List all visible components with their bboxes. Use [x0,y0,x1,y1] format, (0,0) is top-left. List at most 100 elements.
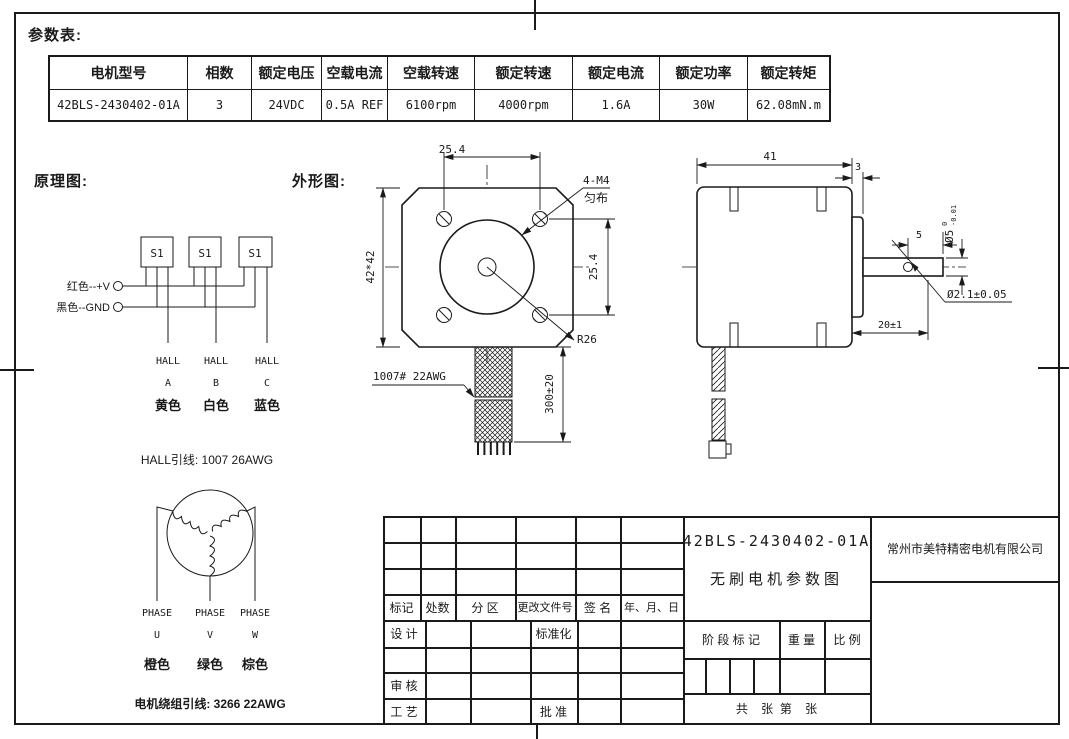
sensor-wiring [122,267,268,343]
red-wire-label: 红色--+V [67,279,111,293]
body-length-value: 41 [763,150,776,163]
title-block-line [620,516,622,620]
left-dimension-lines [376,187,400,348]
shaft-diameter-value: Ø5 [943,230,956,243]
phase-leads [156,506,256,601]
cell-rated-current: 1.6A [572,90,659,120]
check-label: 审 核 [390,678,418,693]
standardize-label: 标准化 [535,627,572,641]
col-header-rated-speed: 额定转速 [474,57,572,90]
hall-a-color: 黄色 [155,398,181,413]
col-header-rated-current: 额定电流 [572,57,659,90]
boss-dimension-value: 3 [855,162,861,173]
rev-header-date: 年、月、日 [624,602,679,614]
sheet-count: 共 张 第 张 [735,701,818,716]
hole-offset-value: 5 [916,230,922,241]
parameter-table: 电机型号 相数 额定电压 空载电流 空载转速 额定转速 额定电流 额定功率 额定… [48,55,831,122]
title-block-line [683,693,870,695]
part-number: 42BLS-2430402-01A [683,532,870,550]
col-header-rated-torque: 额定转矩 [747,57,829,90]
title-block-line [753,658,755,693]
phase-v-letter: V [207,630,213,641]
shaft-tolerance-lower: -0.01 [950,205,958,226]
rev-header-zone: 分 区 [471,600,499,615]
title-block-line [1058,516,1060,725]
side-view: 41 3 5 Ø5 0 -0.01 Ø2.1±0.05 [682,150,1012,459]
title-block-line [824,620,826,693]
title-block-line [383,647,683,649]
col-header-noload-speed: 空载转速 [387,57,474,90]
title-block-line [515,516,517,620]
title-block-line [577,620,579,725]
winding-coils [172,509,248,577]
title-block-line [870,581,1060,583]
title-block-line [455,516,457,620]
rev-header-count: 处数 [425,600,450,615]
right-dimension-lines [549,218,615,316]
col-header-rated-power: 额定功率 [659,57,747,90]
phase-u-letter: U [154,630,160,641]
title-block-line [870,516,872,725]
center-tick-bottom [536,723,538,739]
phase-v-word: PHASE [195,608,225,619]
shaft-circle [477,257,497,277]
title-block-line [383,723,1060,725]
title-block-line [470,620,472,725]
side-cable-upper [711,346,726,392]
col-header-phases: 相数 [187,57,251,90]
hole-offset-dimension [892,232,957,260]
title-block-line [705,658,707,693]
title-block-line [729,658,731,693]
design-label: 设 计 [390,627,418,641]
cross-hole [903,262,913,272]
shaft-diameter-label: Ø5 0 -0.01 [941,205,958,243]
motor-body-side [696,186,853,348]
cell-rated-voltage: 24VDC [251,90,321,120]
phase-v-color: 绿色 [197,657,223,672]
title-block-line [383,516,1060,518]
radius-label: R26 [577,333,597,346]
approve-label: 批 准 [539,705,568,719]
stator-circle [166,489,254,577]
schematic-diagram: S1 S1 S1 红色--+V 黑色--GND HALL HALL HALL A… [56,236,286,711]
center-tick-top [534,0,536,30]
drawing-name: 无刷电机参数图 [709,570,843,588]
title-block-line [683,658,870,660]
black-wire-label: 黑色--GND [56,300,110,314]
rev-header-mark: 标记 [389,600,414,615]
company-name: 常州市美特精密电机有限公司 [886,542,1043,556]
cable-length-value: 300±20 [543,374,556,414]
cross-hole-arrow [911,262,919,272]
param-table-label: 参数表: [28,27,82,44]
shaft-diameter-arrows [946,239,968,295]
top-dimension-value: 25.4 [439,143,466,156]
hall-b-word: HALL [204,356,228,367]
cross-hole-leader [891,239,946,303]
thread-leader-line [521,187,584,236]
col-header-rated-voltage: 额定电压 [251,57,321,90]
sensor-b-label: S1 [198,247,211,260]
phase-u-word: PHASE [142,608,172,619]
title-block-line [383,568,683,570]
boss-dimension [835,172,880,214]
thread-spec: 4-M4 [583,174,610,187]
left-dimension-value: 42*42 [364,250,377,283]
cable-spec: 1007# 22AWG [373,370,446,383]
shaft-tolerance-upper: 0 [941,222,949,226]
shaft-length-dimension [851,280,929,340]
hall-c-letter: C [264,378,270,389]
title-block-line [383,542,683,544]
front-view: 4-M4 匀布 R26 25.4 25.4 42*42 1007# [364,143,615,455]
center-tick-left [0,369,34,371]
cell-rated-power: 30W [659,90,747,120]
process-label: 工 艺 [390,705,418,719]
thread-note: 匀布 [584,191,608,205]
rev-header-docno: 更改文件号 [517,602,573,614]
phase-w-color: 棕色 [241,657,268,672]
hall-b-color: 白色 [203,398,229,413]
sensor-c-label: S1 [248,247,261,260]
corner-chamfers [729,186,827,348]
winding-wire-spec: 电机绕组引线: 3266 22AWG [134,696,285,711]
cable-bundle-upper [474,346,513,398]
